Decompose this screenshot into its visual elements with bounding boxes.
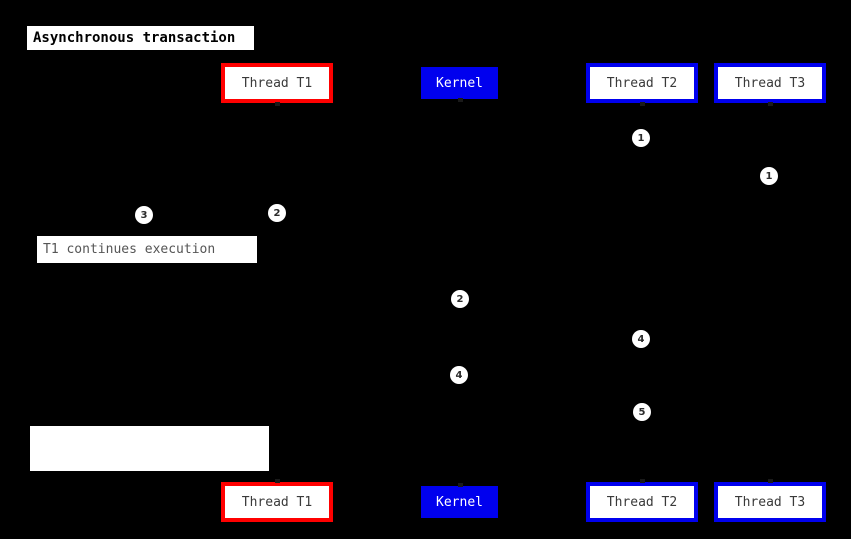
step-badge-2: 2	[268, 204, 286, 222]
lane-label: Kernel	[436, 494, 483, 510]
lifeline-connector-nub	[768, 102, 773, 106]
lane-box-kernel[interactable]: Kernel	[421, 67, 498, 99]
step-badge-4: 4	[632, 330, 650, 348]
diagram-title: Asynchronous transaction	[27, 26, 254, 50]
lane-box-thread-t2[interactable]: Thread T2	[586, 63, 698, 103]
lane-box-thread-t1[interactable]: Thread T1	[221, 63, 333, 103]
step-badge-1: 1	[632, 129, 650, 147]
lane-label: Thread T2	[606, 494, 678, 510]
step-badge-3: 3	[135, 206, 153, 224]
lane-label: Thread T1	[241, 494, 313, 510]
note-blank	[30, 426, 269, 471]
note-text: T1 continues execution	[43, 242, 216, 257]
lane-box-thread-t2[interactable]: Thread T2	[586, 482, 698, 522]
lane-label: Thread T2	[606, 75, 678, 91]
lane-box-thread-t3[interactable]: Thread T3	[714, 63, 826, 103]
lifeline-connector-nub	[640, 479, 645, 483]
step-badge-1: 1	[760, 167, 778, 185]
step-badge-2: 2	[451, 290, 469, 308]
lane-label: Thread T1	[241, 75, 313, 91]
step-badge-4: 4	[450, 366, 468, 384]
lane-label: Thread T3	[734, 494, 806, 510]
lifeline-connector-nub	[640, 102, 645, 106]
note-continues: T1 continues execution	[37, 236, 257, 263]
lifeline-connector-nub	[457, 483, 463, 487]
lane-box-kernel[interactable]: Kernel	[421, 486, 498, 518]
lifeline-connector-nub	[275, 102, 280, 106]
lifeline-connector-nub	[457, 98, 463, 102]
lifeline-connector-nub	[275, 479, 280, 483]
step-badge-5: 5	[633, 403, 651, 421]
lane-box-thread-t3[interactable]: Thread T3	[714, 482, 826, 522]
lane-label: Thread T3	[734, 75, 806, 91]
lifeline-connector-nub	[768, 479, 773, 483]
lane-label: Kernel	[436, 75, 483, 91]
lane-box-thread-t1[interactable]: Thread T1	[221, 482, 333, 522]
